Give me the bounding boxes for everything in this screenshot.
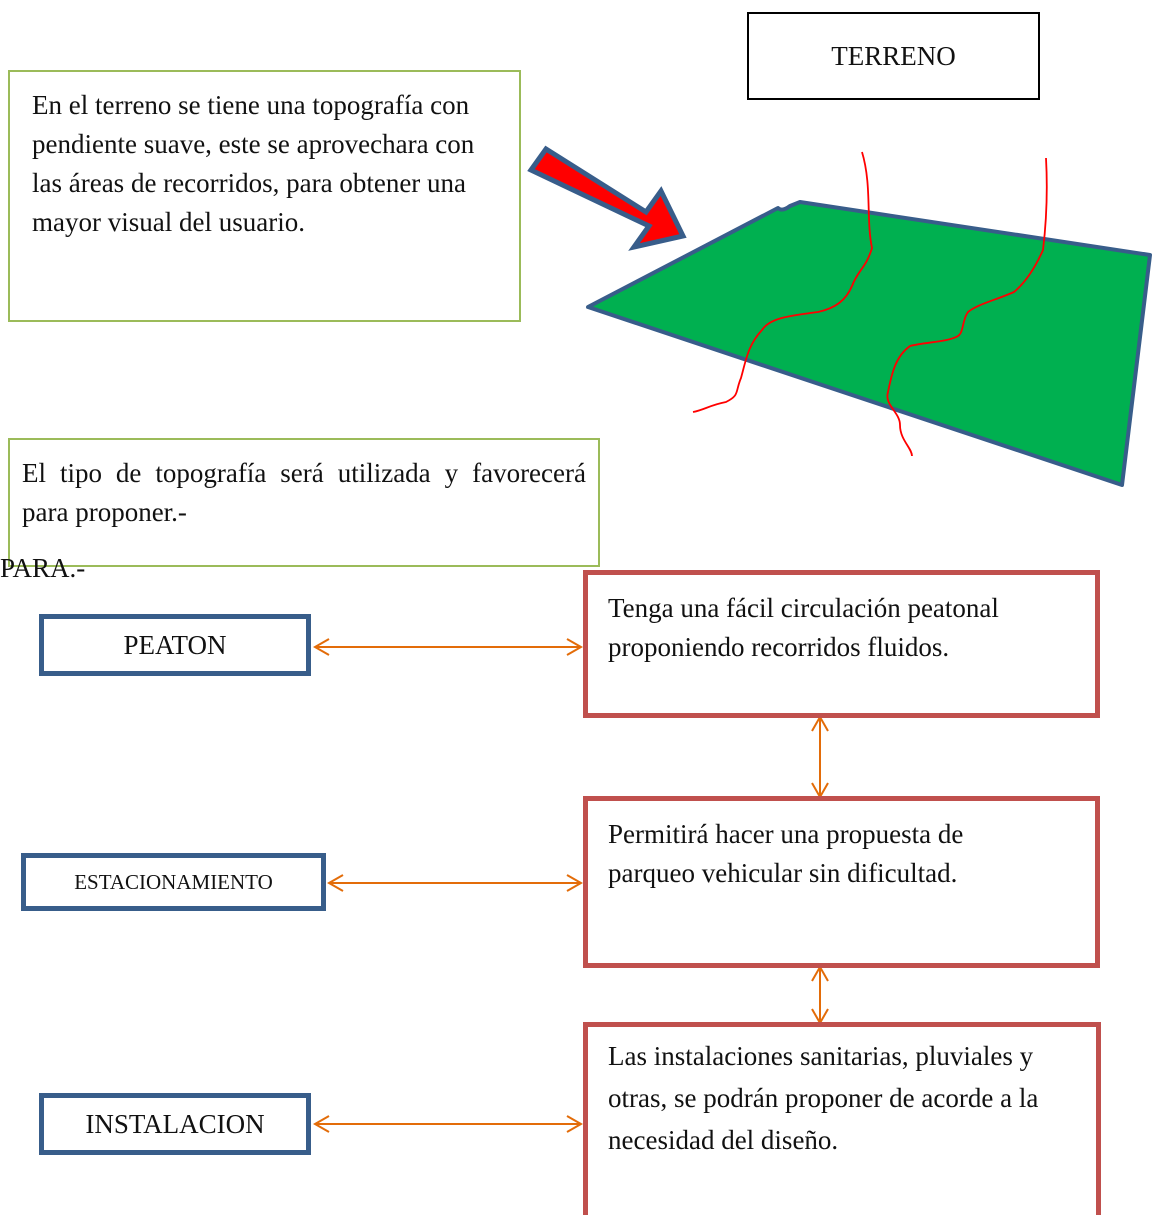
node-circulacion: Tenga una fácil circulación peatonal pro… — [583, 570, 1100, 718]
node-estacionamiento-label: ESTACIONAMIENTO — [74, 869, 273, 894]
node-parqueo-text: Permitirá hacer una propuesta de parqueo… — [608, 819, 964, 888]
intro-description-box: En el terreno se tiene una topografía co… — [8, 70, 521, 322]
node-estacionamiento: ESTACIONAMIENTO — [21, 853, 326, 911]
node-instalacion-label: INSTALACION — [85, 1108, 265, 1139]
topography-type-box: El tipo de topografía será utilizada y f… — [8, 438, 600, 567]
topography-type-text: El tipo de topografía será utilizada y f… — [22, 458, 586, 527]
node-parqueo: Permitirá hacer una propuesta de parqueo… — [583, 796, 1100, 968]
node-circulacion-text: Tenga una fácil circulación peatonal pro… — [608, 593, 999, 662]
node-instalaciones: Las instalaciones sanitarias, pluviales … — [583, 1022, 1101, 1215]
node-instalaciones-text: Las instalaciones sanitarias, pluviales … — [608, 1041, 1039, 1155]
pointer-arrow — [527, 145, 687, 251]
node-peaton: PEATON — [39, 614, 311, 676]
node-instalacion: INSTALACION — [39, 1093, 311, 1155]
contour-line-2 — [886, 157, 1048, 457]
intro-description-text: En el terreno se tiene una topografía co… — [32, 90, 475, 237]
terrain-shape — [586, 200, 1152, 487]
terreno-title-box: TERRENO — [747, 12, 1040, 100]
para-label: PARA.- — [0, 553, 86, 583]
terreno-title: TERRENO — [831, 40, 956, 71]
node-peaton-label: PEATON — [123, 629, 227, 660]
contour-line-1 — [692, 151, 873, 413]
